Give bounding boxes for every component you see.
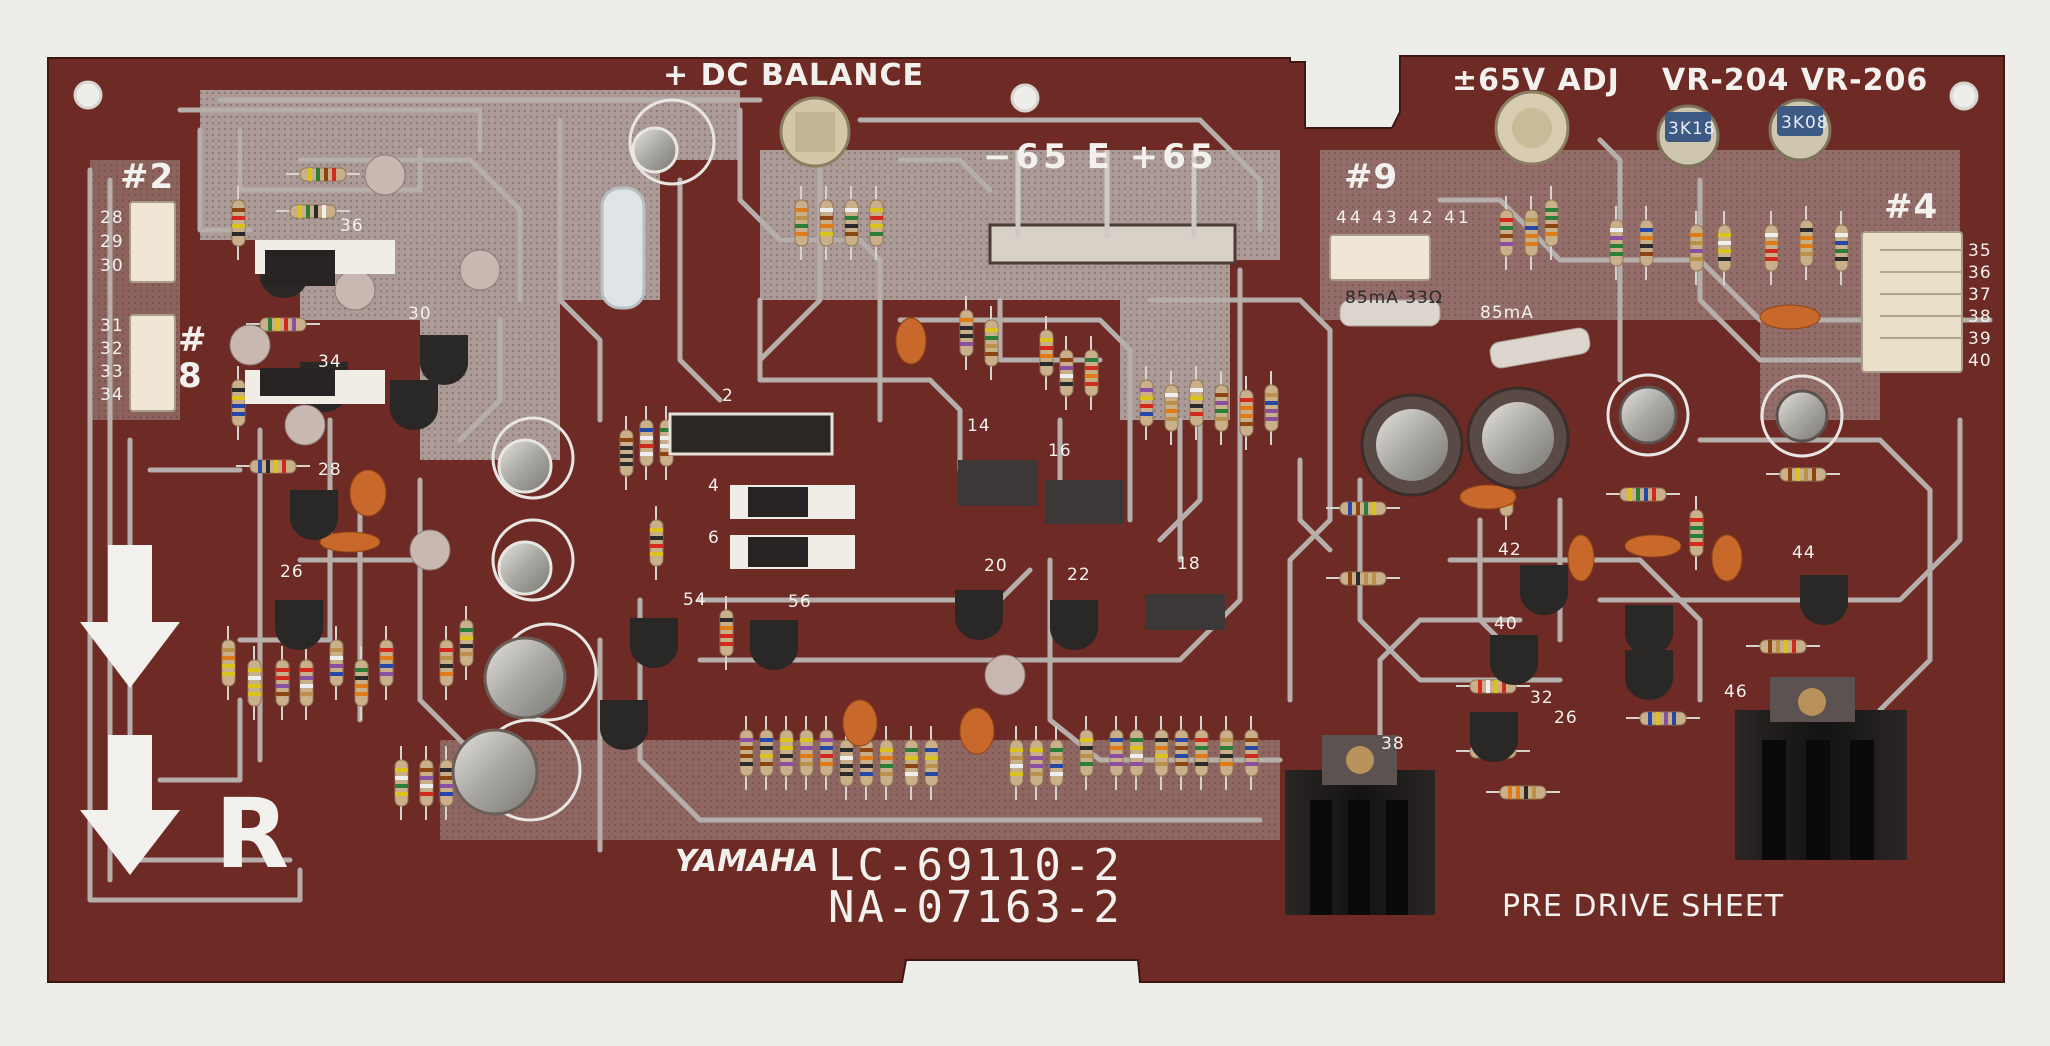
label-pin-32: 32 [100, 339, 124, 359]
label-part-number-2: NA-07163-2 [828, 882, 1123, 933]
connectors [129, 150, 1963, 412]
label-pin-40: 40 [1968, 351, 1992, 371]
label-connector-2: #2 [120, 157, 175, 197]
ref-designator: 40 [1494, 614, 1518, 634]
label-pins-9: 44 43 42 41 [1336, 208, 1472, 228]
label-vr: VR-204 VR-206 [1662, 63, 1929, 98]
power-transistors [245, 240, 1225, 630]
ref-designator: 28 [318, 460, 342, 480]
ref-designator: 38 [1381, 734, 1405, 754]
label-pin-35: 35 [1968, 241, 1992, 261]
label-pin-30: 30 [100, 256, 124, 276]
label-side-r: R [215, 778, 290, 890]
ref-designator: 4 [708, 476, 720, 496]
heatsinks [1285, 677, 1907, 915]
arrow-down-icon [80, 735, 180, 875]
ref-designator: 14 [967, 416, 991, 436]
label-connector-9: #9 [1344, 157, 1399, 197]
ref-designator: 56 [788, 592, 812, 612]
ref-designator: 44 [1792, 543, 1816, 563]
label-trim-pot-1: 3K18 [1668, 119, 1716, 139]
resistors [221, 167, 1849, 820]
mounting-holes [73, 80, 1979, 113]
label-pin-31: 31 [100, 316, 124, 336]
label-pin-37: 37 [1968, 285, 1992, 305]
ref-designator: 54 [683, 590, 707, 610]
ref-designator: 42 [1498, 540, 1522, 560]
pin-header [988, 223, 1237, 265]
glass-fuse [600, 186, 646, 310]
label-pin-36: 36 [1968, 263, 1992, 283]
label-65v-adj: ±65V ADJ [1452, 63, 1620, 98]
ref-designator: 36 [340, 216, 364, 236]
ref-designator: 16 [1048, 441, 1072, 461]
label-part-number-1: LC-69110-2 [828, 840, 1123, 891]
ref-designator: 22 [1067, 565, 1091, 585]
electrolytic-capacitors [451, 98, 1844, 822]
trim-pots [779, 90, 1832, 168]
label-fuse-2: 85mA [1480, 303, 1534, 323]
direction-arrows [80, 545, 180, 875]
label-pin-33: 33 [100, 362, 124, 382]
ref-designator: 26 [280, 562, 304, 582]
ground-plane [90, 90, 1960, 840]
copper-traces [87, 97, 1993, 903]
ref-designator: 26 [1554, 708, 1578, 728]
connector-8 [129, 314, 176, 412]
ref-designator: 34 [318, 352, 342, 372]
ref-designator: 46 [1724, 682, 1748, 702]
label-brand: YAMAHA [675, 844, 819, 879]
arrow-down-icon [80, 545, 180, 688]
label-pin-39: 39 [1968, 329, 1992, 349]
ref-designator: 2 [722, 386, 734, 406]
label-fuse-1: 85mA 33Ω [1345, 288, 1443, 308]
label-pin-header: −65 E +65 [983, 137, 1218, 177]
ref-designator: 6 [708, 528, 720, 548]
ref-designator: 18 [1177, 554, 1201, 574]
ref-designator: 30 [408, 304, 432, 324]
connector-4 [1861, 231, 1963, 373]
ref-designator: 32 [1530, 688, 1554, 708]
label-sheet: PRE DRIVE SHEET [1502, 889, 1785, 924]
label-dc-balance: + DC BALANCE [663, 58, 924, 93]
connector-2 [129, 201, 176, 283]
label-pin-34: 34 [100, 385, 124, 405]
ref-designator: 20 [984, 556, 1008, 576]
label-connector-8: #8 [178, 320, 208, 396]
label-pin-29: 29 [100, 232, 124, 252]
fuse-resistors [1339, 299, 1591, 369]
label-trim-pot-2: 3K08 [1781, 113, 1829, 133]
label-pin-38: 38 [1968, 307, 1992, 327]
connector-9 [1329, 234, 1431, 281]
label-pin-28: 28 [100, 208, 124, 228]
label-connector-4: #4 [1884, 187, 1939, 227]
